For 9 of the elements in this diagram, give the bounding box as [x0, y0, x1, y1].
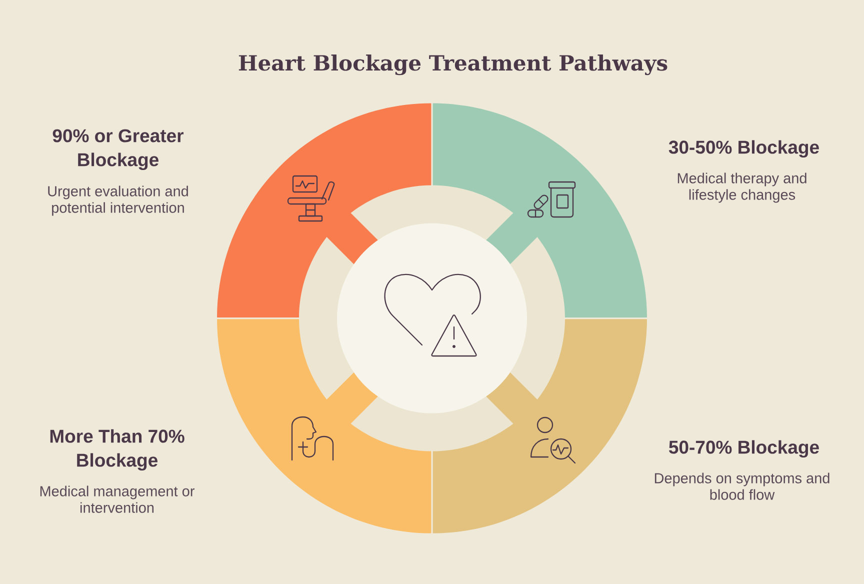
heading: More Than 70% Blockage: [50, 429, 184, 471]
description: Depends on symptoms and blood flow: [654, 472, 830, 500]
description: Medical therapy and lifestyle changes: [678, 172, 806, 203]
heading: 90% or Greater Blockage: [52, 129, 184, 170]
heading: 30-50% Blockage: [668, 140, 819, 158]
heading: 50-70% Blockage: [669, 440, 819, 458]
title: Heart Blockage Treatment Pathways: [238, 54, 668, 76]
description: Medical management or intervention: [40, 486, 194, 513]
description: Urgent evaluation and potential intervention: [48, 186, 188, 216]
